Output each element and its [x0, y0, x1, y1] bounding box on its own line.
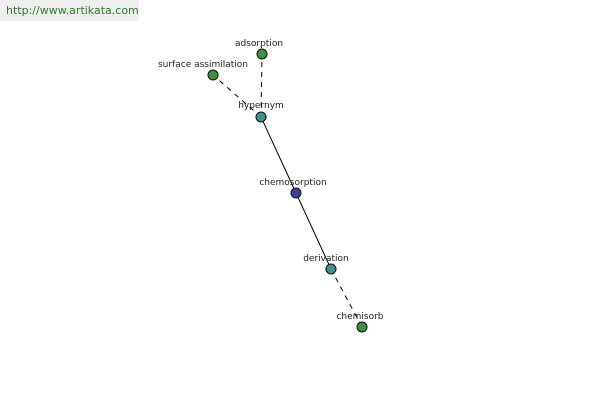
node-derivation[interactable]: derivation — [303, 254, 349, 275]
node-label-hypernym[interactable]: hypernym — [238, 101, 284, 111]
node-adsorption[interactable]: adsorption — [235, 39, 283, 60]
edge-hypernym-adsorption — [260, 53, 263, 118]
node-hypernym[interactable]: hypernym — [238, 101, 284, 123]
node-marker-adsorption[interactable] — [256, 48, 268, 60]
node-chemosorption[interactable]: chemosorption — [259, 178, 327, 199]
node-label-chemosorption[interactable]: chemosorption — [259, 178, 326, 188]
node-label-surface-assimilation[interactable]: surface assimilation — [158, 60, 248, 70]
edge-chemosorption-derivation — [295, 192, 332, 270]
node-label-derivation[interactable]: derivation — [303, 254, 349, 264]
node-surface-assimilation[interactable]: surface assimilation — [158, 60, 248, 81]
node-marker-hypernym[interactable] — [255, 111, 267, 123]
node-label-adsorption[interactable]: adsorption — [235, 39, 283, 49]
node-chemisorb[interactable]: chemisorb — [336, 312, 384, 333]
node-marker-chemisorb[interactable] — [356, 321, 368, 333]
node-label-chemisorb[interactable]: chemisorb — [336, 312, 383, 322]
node-marker-surface-assimilation[interactable] — [207, 69, 219, 81]
edges-layer — [212, 53, 363, 328]
edge-hypernym-surface-assimilation — [212, 74, 262, 118]
watermark-url[interactable]: http://www.artikata.com — [0, 0, 139, 21]
edge-chemosorption-hypernym — [260, 116, 297, 194]
node-marker-chemosorption[interactable] — [290, 187, 302, 199]
node-marker-derivation[interactable] — [325, 263, 337, 275]
nodes-layer: chemosorption hypernym derivation adsorptio… — [158, 39, 384, 333]
edge-derivation-chemisorb — [330, 268, 363, 328]
